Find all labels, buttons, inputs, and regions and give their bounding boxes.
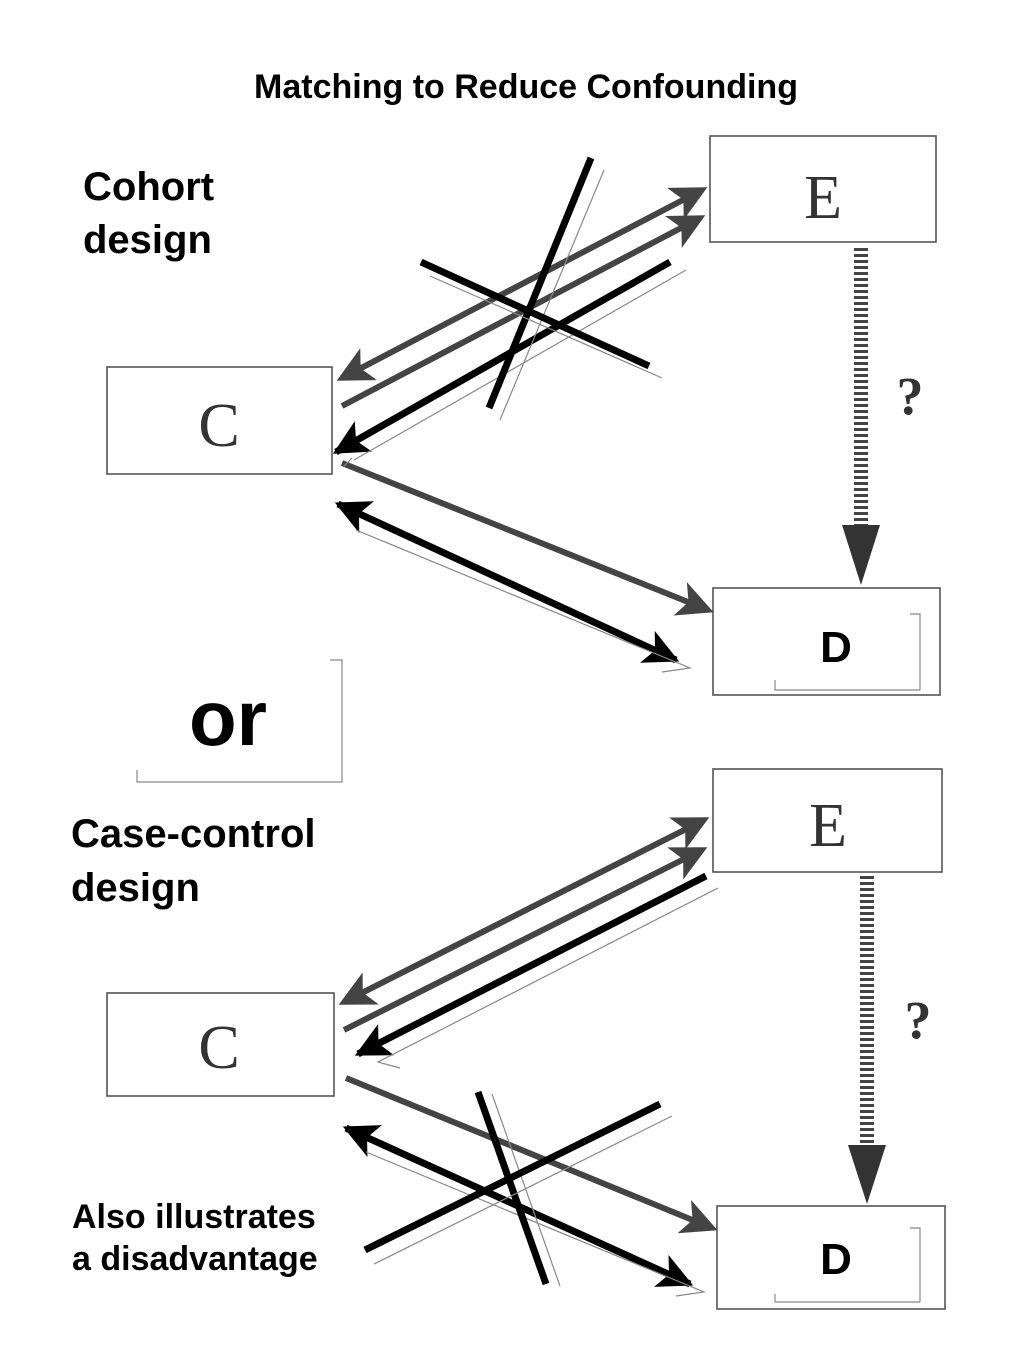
case-control-label-line1: Case-control <box>71 812 316 856</box>
cohort-section: Cohort design E C D ? <box>83 135 941 696</box>
case-control-node-c: C <box>106 992 335 1097</box>
cohort-dashed-arrowhead <box>842 525 880 585</box>
case-control-cross-stroke-1 <box>474 1090 550 1286</box>
cohort-black-arrow-c-d <box>334 500 680 664</box>
cohort-black-arrow-e-to-c <box>332 258 672 456</box>
cohort-question-mark: ? <box>897 366 924 426</box>
cohort-node-c-label: C <box>198 392 239 460</box>
case-control-question-mark: ? <box>905 990 932 1050</box>
case-control-node-d-label: D <box>820 1235 852 1284</box>
cohort-grey-arrow-c-to-e <box>340 215 706 409</box>
case-control-node-c-label: C <box>198 1014 239 1082</box>
separator: or <box>136 659 343 783</box>
page-title: Matching to Reduce Confounding <box>254 68 798 106</box>
cohort-node-d: D <box>712 587 941 696</box>
case-control-node-e: E <box>712 768 943 873</box>
case-control-grey-arrow-c-to-e <box>342 847 708 1033</box>
cohort-node-c: C <box>106 366 333 475</box>
cohort-label-line2: design <box>83 218 212 262</box>
note-line1: Also illustrates <box>72 1198 316 1236</box>
cohort-grey-arrow-e-to-c <box>336 187 708 381</box>
case-control-node-d: D <box>716 1205 946 1310</box>
case-control-section: Case-control design E C D ? <box>71 768 946 1310</box>
case-control-grey-arrow-e-c <box>338 817 710 1005</box>
case-control-black-arrow-e-to-c <box>354 872 708 1058</box>
cohort-node-d-label: D <box>820 623 852 672</box>
cohort-cross-stroke-1 <box>485 156 595 410</box>
cohort-cross-stroke-2 <box>419 258 651 370</box>
separator-text: or <box>189 674 267 762</box>
case-control-label-line2: design <box>71 866 200 910</box>
cohort-node-e: E <box>709 135 937 243</box>
cohort-node-e-label: E <box>804 164 842 232</box>
note-line2: a disadvantage <box>72 1240 318 1278</box>
cohort-label-line1: Cohort <box>83 165 214 209</box>
case-control-dashed-arrowhead <box>848 1145 886 1204</box>
case-control-cross-stroke-2 <box>363 1100 662 1254</box>
case-control-node-e-label: E <box>809 792 847 860</box>
